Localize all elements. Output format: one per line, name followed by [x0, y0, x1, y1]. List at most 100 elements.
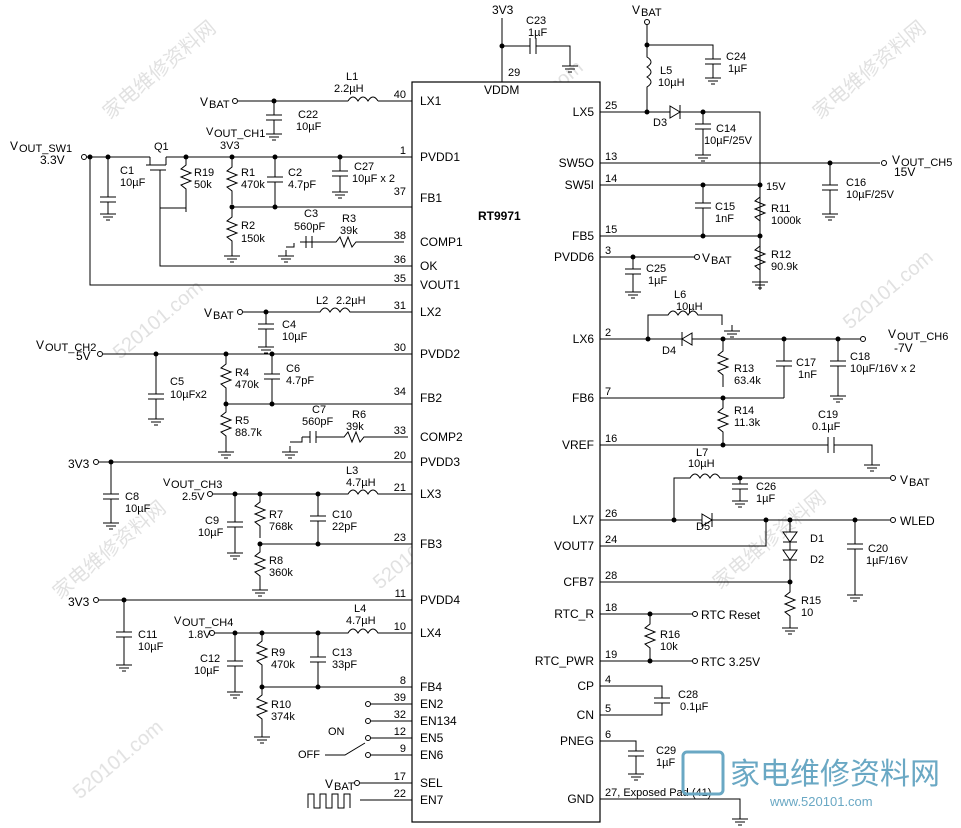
c13-symbol	[310, 633, 326, 687]
svg-text:C13: C13	[332, 647, 352, 659]
svg-text:R8: R8	[269, 555, 283, 567]
svg-text:0.1µF: 0.1µF	[680, 701, 709, 713]
on-off-switch	[325, 742, 366, 756]
c14-symbol	[695, 112, 711, 149]
svg-text:4.7µH: 4.7µH	[346, 615, 376, 627]
r14-symbol	[716, 398, 730, 445]
svg-text:360k: 360k	[269, 567, 293, 579]
svg-text:R6: R6	[352, 409, 366, 421]
pin-number: 36	[394, 254, 406, 266]
svg-text:4.7pF: 4.7pF	[286, 375, 314, 387]
c5-symbol	[148, 354, 164, 413]
svg-text:C20: C20	[868, 543, 888, 555]
svg-text:D2: D2	[810, 554, 824, 566]
l2-wire	[243, 307, 412, 313]
r16-symbol	[643, 614, 657, 661]
pin-number: 38	[394, 230, 406, 242]
pin-label-sw5o: SW5O	[559, 156, 594, 170]
svg-text:11.3k: 11.3k	[734, 417, 761, 429]
wled-label: WLED	[900, 514, 935, 528]
svg-text:10: 10	[801, 607, 813, 619]
pin-label-lx5: LX5	[573, 105, 595, 119]
svg-text:1000k: 1000k	[771, 215, 801, 227]
c23-val: 1µF	[528, 27, 547, 39]
svg-text:V: V	[900, 473, 908, 487]
svg-text:10µF: 10µF	[120, 177, 146, 189]
svg-text:90.9k: 90.9k	[771, 261, 798, 273]
c22-symbol	[266, 101, 282, 128]
pin-label-pvdd2: PVDD2	[420, 347, 460, 361]
svg-text:C6: C6	[286, 363, 300, 375]
svg-text:V: V	[325, 777, 333, 791]
pin-label-en2: EN2	[420, 697, 444, 711]
pin-number: 34	[394, 386, 406, 398]
svg-text:OUT_CH6: OUT_CH6	[897, 331, 948, 343]
pin-number: 21	[394, 482, 406, 494]
pin-number: 15	[605, 224, 617, 236]
pin-label-comp2: COMP2	[420, 430, 463, 444]
r8-symbol	[253, 544, 267, 584]
svg-text:C12: C12	[200, 653, 220, 665]
pin-label-cn: CN	[577, 708, 594, 722]
pwm-signal-icon	[307, 793, 351, 809]
svg-text:Q1: Q1	[154, 141, 169, 153]
ic-name: RT9971	[478, 209, 521, 223]
l6-wire	[600, 310, 723, 340]
c28-wire	[600, 685, 670, 716]
pin-label-lx4: LX4	[420, 626, 442, 640]
c2-symbol	[267, 157, 283, 207]
svg-text:C26: C26	[756, 481, 776, 493]
svg-text:4.7µH: 4.7µH	[346, 477, 376, 489]
l7-wire	[673, 473, 890, 520]
pin-label-fb3: FB3	[420, 537, 442, 551]
svg-text:BAT: BAT	[711, 255, 732, 267]
pin-number: 9	[400, 743, 406, 755]
switch-off-label: OFF	[298, 749, 320, 761]
vout-sw1-wire	[87, 156, 412, 166]
pin-number: 31	[394, 300, 406, 312]
pin-number: 35	[394, 273, 406, 285]
svg-text:3.3V: 3.3V	[40, 153, 65, 167]
pin-label-rtc_r: RTC_R	[554, 607, 594, 621]
svg-text:2.5V: 2.5V	[182, 491, 205, 503]
svg-text:OUT_CH2: OUT_CH2	[45, 342, 96, 354]
svg-text:150k: 150k	[241, 233, 265, 245]
c24-wire	[646, 25, 721, 72]
svg-text:BAT: BAT	[334, 781, 355, 793]
brand-text: 家电维修资料网	[730, 758, 940, 791]
svg-text:R15: R15	[801, 595, 821, 607]
c27-symbol	[332, 157, 348, 186]
svg-text:C3: C3	[304, 208, 318, 220]
svg-text:D4: D4	[662, 345, 676, 357]
svg-text:C19: C19	[818, 409, 838, 421]
r11-symbol	[753, 185, 767, 232]
pin-number: 1	[400, 145, 406, 157]
svg-text:C4: C4	[282, 319, 296, 331]
ic-rt9971	[411, 81, 601, 823]
pin-number: 22	[394, 788, 406, 800]
r1-symbol	[225, 157, 412, 208]
c15-symbol	[695, 185, 711, 236]
pin-label-en7: EN7	[420, 793, 444, 807]
svg-text:10µH: 10µH	[658, 77, 685, 89]
c23-ref: C23	[526, 15, 546, 27]
pin-number: 13	[605, 151, 617, 163]
svg-text:V: V	[888, 327, 896, 341]
pin-label-fb6: FB6	[572, 391, 594, 405]
pin-number: 30	[394, 342, 406, 354]
pin-label-pvdd3: PVDD3	[420, 455, 460, 469]
svg-text:R14: R14	[734, 405, 754, 417]
svg-text:1µF: 1µF	[648, 275, 667, 287]
svg-text:560pF: 560pF	[294, 221, 325, 233]
svg-text:C28: C28	[678, 689, 698, 701]
pin-label-vout1: VOUT1	[420, 278, 460, 292]
svg-text:R12: R12	[771, 249, 791, 261]
pin-number: 17	[394, 771, 406, 783]
c9-symbol	[227, 494, 243, 547]
pin-label-vddm: VDDM	[484, 83, 519, 97]
l1-wire	[238, 96, 412, 102]
pin-number: 18	[605, 602, 617, 614]
left-pins: LX140PVDD11FB137COMP138OK36VOUT135LX231P…	[394, 89, 463, 807]
svg-text:R1: R1	[241, 167, 255, 179]
